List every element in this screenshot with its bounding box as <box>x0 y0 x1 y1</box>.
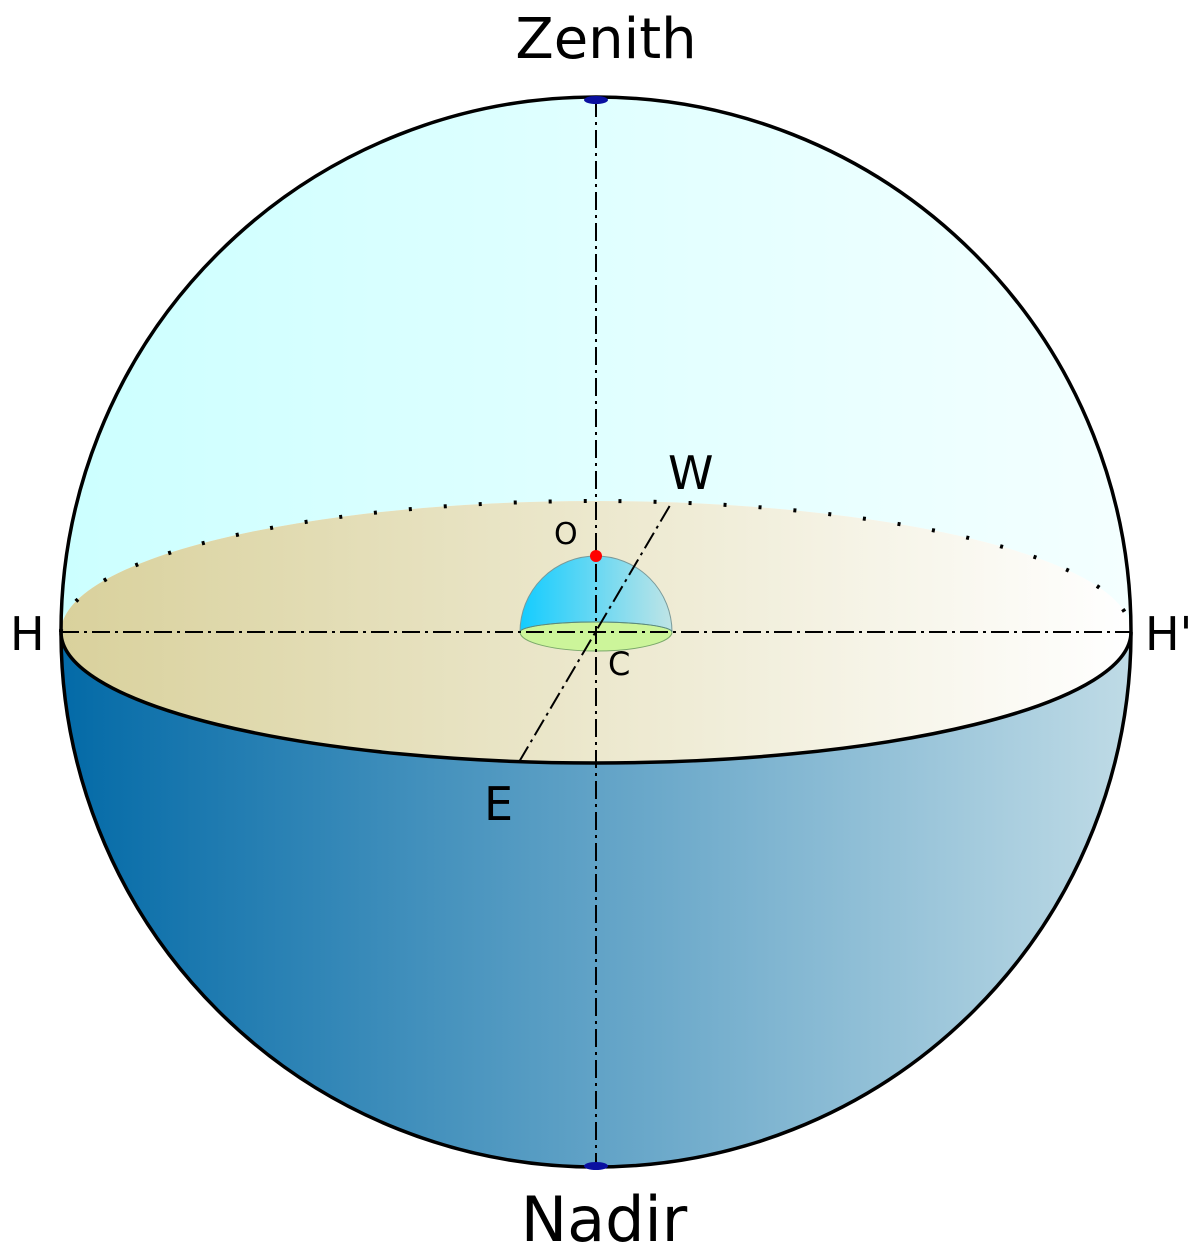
center-label: C <box>608 645 630 683</box>
east-label: E <box>484 777 513 831</box>
zenith-marker <box>584 96 608 104</box>
nadir-label: Nadir <box>521 1183 688 1254</box>
zenith-label: Zenith <box>515 7 696 72</box>
nadir-marker <box>584 1162 608 1170</box>
horizon-left-label: H <box>10 607 45 661</box>
east-west-axis <box>518 501 673 763</box>
west-label: W <box>668 446 713 500</box>
observer-label: O <box>554 517 578 552</box>
observer-point <box>590 550 602 562</box>
observer-dome-rim <box>519 621 673 633</box>
horizon-right-label: H' <box>1145 607 1192 661</box>
